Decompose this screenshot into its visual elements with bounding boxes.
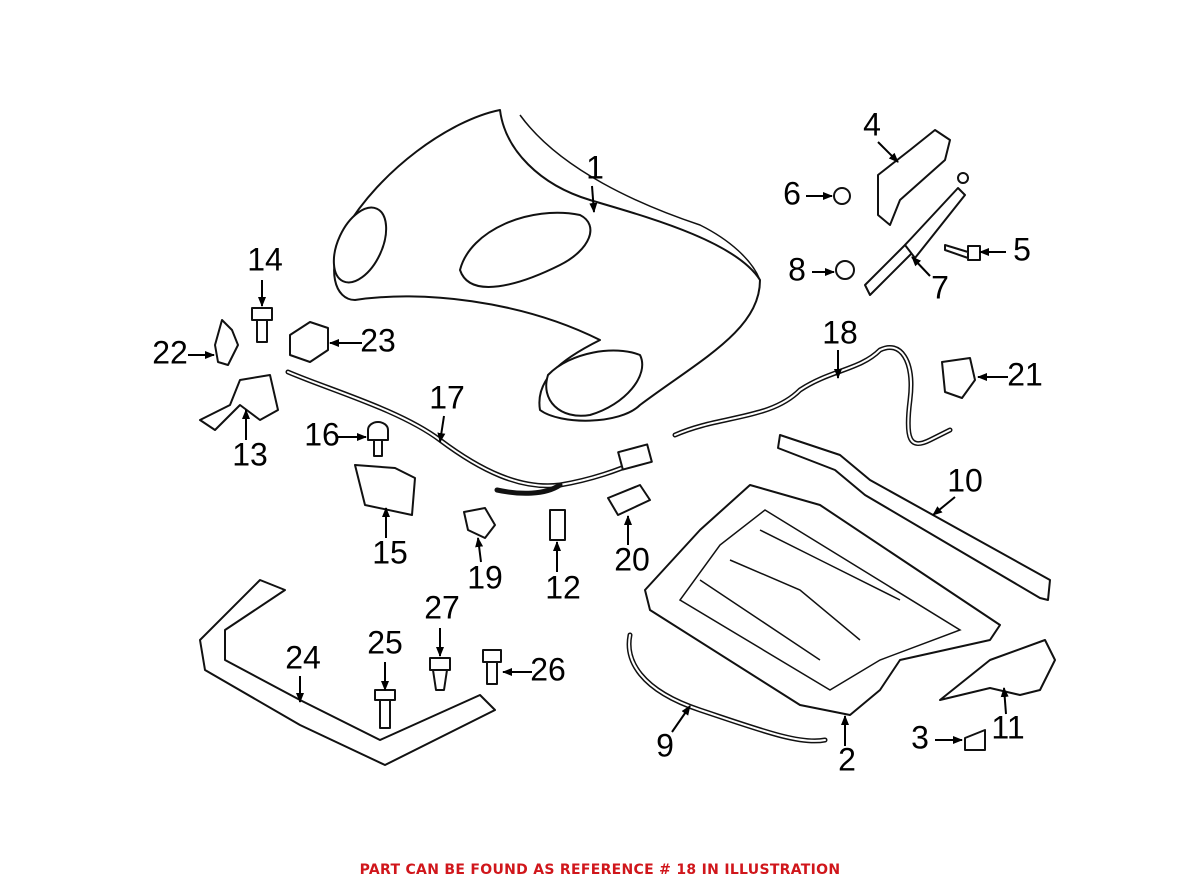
hood-part bbox=[332, 109, 761, 422]
bumper-12-part bbox=[549, 509, 566, 541]
callout-18: 18 bbox=[822, 314, 858, 350]
callout-arrow-4 bbox=[877, 141, 899, 163]
hinge-part bbox=[877, 129, 951, 226]
callout-11: 11 bbox=[991, 709, 1024, 745]
bolt-5-part bbox=[944, 244, 981, 261]
callout-6: 6 bbox=[783, 175, 801, 211]
callout-20: 20 bbox=[614, 541, 650, 577]
bracket-13-part bbox=[199, 374, 279, 431]
gas-strut-part bbox=[864, 172, 969, 296]
bracket-part bbox=[939, 639, 1056, 701]
callout-10: 10 bbox=[947, 462, 983, 498]
callout-7: 7 bbox=[931, 269, 949, 305]
callout-25: 25 bbox=[367, 624, 403, 660]
callout-arrow-11 bbox=[1000, 687, 1009, 715]
callout-arrow-9 bbox=[671, 705, 691, 733]
weatherstrip-part bbox=[777, 434, 1051, 601]
callout-23: 23 bbox=[360, 322, 396, 358]
callout-9: 9 bbox=[656, 727, 674, 763]
callout-21: 21 bbox=[1007, 356, 1043, 392]
bolt-25-part bbox=[374, 689, 396, 729]
nut-6-part bbox=[833, 187, 851, 205]
bolt-26-part bbox=[482, 649, 502, 685]
callout-24: 24 bbox=[285, 639, 321, 675]
callout-13: 13 bbox=[232, 436, 268, 472]
clip-3-part bbox=[964, 729, 986, 751]
callout-17: 17 bbox=[429, 379, 465, 415]
callout-12: 12 bbox=[545, 569, 581, 605]
callout-arrow-1 bbox=[589, 185, 598, 213]
callout-2: 2 bbox=[838, 741, 856, 777]
callout-27: 27 bbox=[424, 589, 460, 625]
bolt-16-part bbox=[367, 421, 389, 457]
callout-3: 3 bbox=[911, 719, 929, 755]
lower-support-part bbox=[199, 579, 496, 766]
bumper-23-part bbox=[289, 321, 329, 363]
hood-insulation-part bbox=[644, 484, 1001, 716]
callout-arrow-7 bbox=[911, 256, 931, 277]
callout-arrow-10 bbox=[932, 496, 956, 516]
reference-caption: PART CAN BE FOUND AS REFERENCE # 18 IN I… bbox=[359, 862, 841, 878]
callout-1: 1 bbox=[586, 149, 604, 185]
clip-27-part bbox=[429, 657, 451, 691]
clip-19-part bbox=[463, 507, 496, 539]
callout-26: 26 bbox=[530, 651, 566, 687]
clip-8-part bbox=[835, 260, 855, 280]
callout-19: 19 bbox=[467, 559, 503, 595]
bracket-22-part bbox=[214, 319, 239, 366]
callout-8: 8 bbox=[788, 251, 806, 287]
lock-15-part bbox=[354, 464, 416, 516]
callout-16: 16 bbox=[304, 416, 340, 452]
callout-arrow-19 bbox=[475, 537, 484, 563]
bolt-14-part bbox=[251, 307, 273, 343]
clip-20-part bbox=[607, 484, 651, 516]
callout-14: 14 bbox=[247, 241, 283, 277]
callout-5: 5 bbox=[1013, 231, 1031, 267]
callout-15: 15 bbox=[372, 534, 408, 570]
callout-4: 4 bbox=[863, 106, 881, 142]
callout-22: 22 bbox=[152, 334, 188, 370]
clip-21-part bbox=[941, 357, 976, 399]
callout-arrow-17 bbox=[437, 415, 446, 443]
